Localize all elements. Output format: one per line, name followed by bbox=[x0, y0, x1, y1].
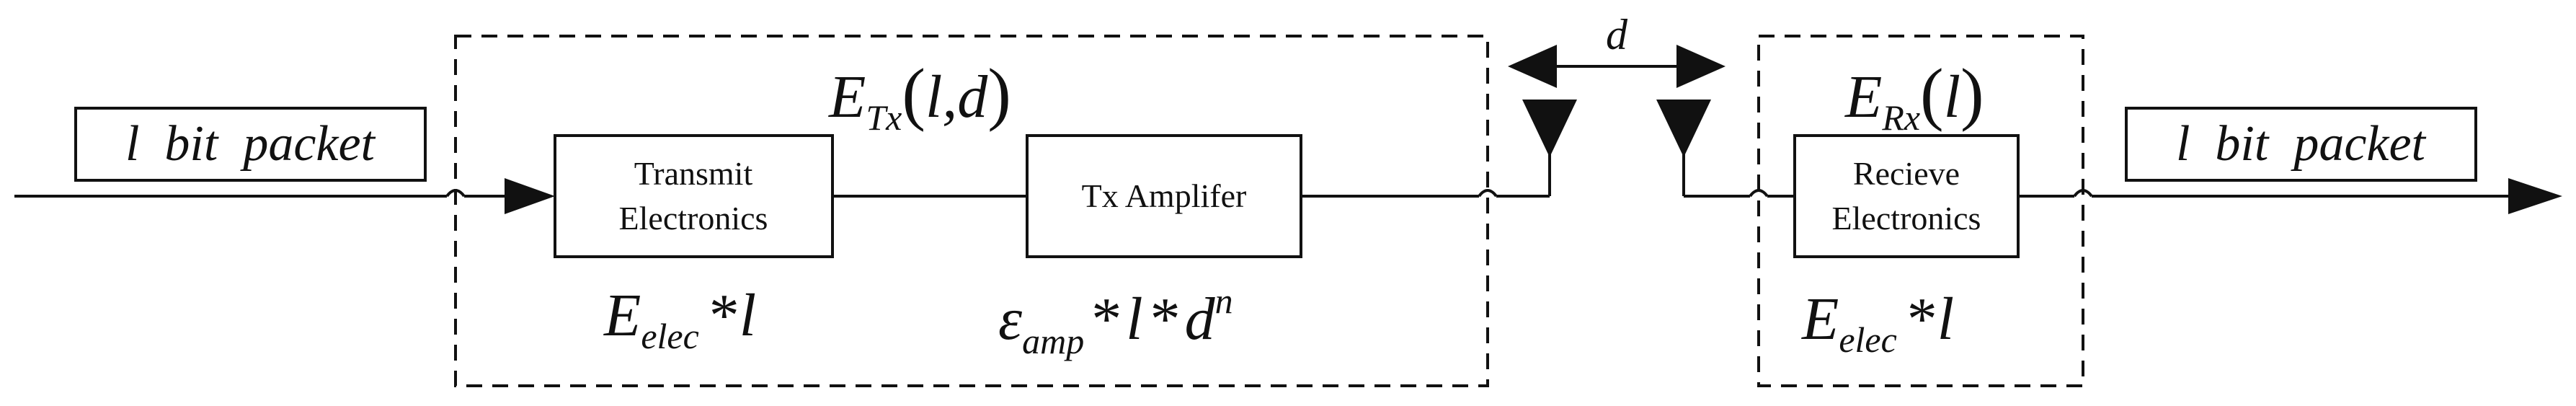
svg-text:ETx(l,d): ETx(l,d) bbox=[828, 55, 1011, 138]
transmitter-enclosure bbox=[454, 35, 1489, 387]
tx-amplifier-block bbox=[1026, 134, 1302, 258]
tx-antenna-icon bbox=[1522, 100, 1577, 157]
signal-path-left bbox=[14, 153, 1551, 198]
svg-text:Eelec*l: Eelec*l bbox=[1801, 286, 1954, 360]
transmit-electronics-line1: Transmit bbox=[634, 155, 753, 192]
output-packet-label: l bit packet bbox=[2176, 116, 2427, 172]
svg-text:Eelec*l: Eelec*l bbox=[603, 282, 756, 356]
svg-text:ERx(l): ERx(l) bbox=[1844, 55, 1984, 138]
distance-label: d bbox=[1606, 11, 1628, 58]
input-packet-box bbox=[74, 107, 427, 182]
output-packet-box bbox=[2125, 107, 2477, 182]
rx-elec-energy-formula: Eelec*l bbox=[1801, 286, 1954, 360]
transmit-electronics-block bbox=[554, 134, 834, 258]
receive-electronics-line1: Recieve bbox=[1853, 155, 1960, 192]
amp-energy-formula: εamp*l*dn bbox=[998, 281, 1233, 361]
tx-amplifier-label: Tx Amplifer bbox=[1082, 177, 1247, 214]
signal-path-right bbox=[1682, 153, 2508, 198]
rx-antenna-icon bbox=[1656, 100, 1711, 157]
tx-energy-formula: ETx(l,d) bbox=[828, 55, 1011, 138]
input-arrowhead bbox=[505, 178, 555, 214]
tx-elec-energy-formula: Eelec*l bbox=[603, 282, 756, 356]
receive-electronics-block bbox=[1793, 134, 2020, 258]
svg-text:εamp*l*dn: εamp*l*dn bbox=[998, 281, 1233, 361]
transmit-electronics-line2: Electronics bbox=[619, 200, 768, 237]
distance-arrow bbox=[1508, 45, 1726, 88]
receive-electronics-line2: Electronics bbox=[1832, 200, 1981, 237]
rx-energy-formula: ERx(l) bbox=[1844, 55, 1984, 138]
receiver-enclosure bbox=[1757, 35, 2084, 387]
input-packet-label: l bit packet bbox=[125, 116, 376, 172]
output-arrowhead bbox=[2508, 178, 2562, 214]
